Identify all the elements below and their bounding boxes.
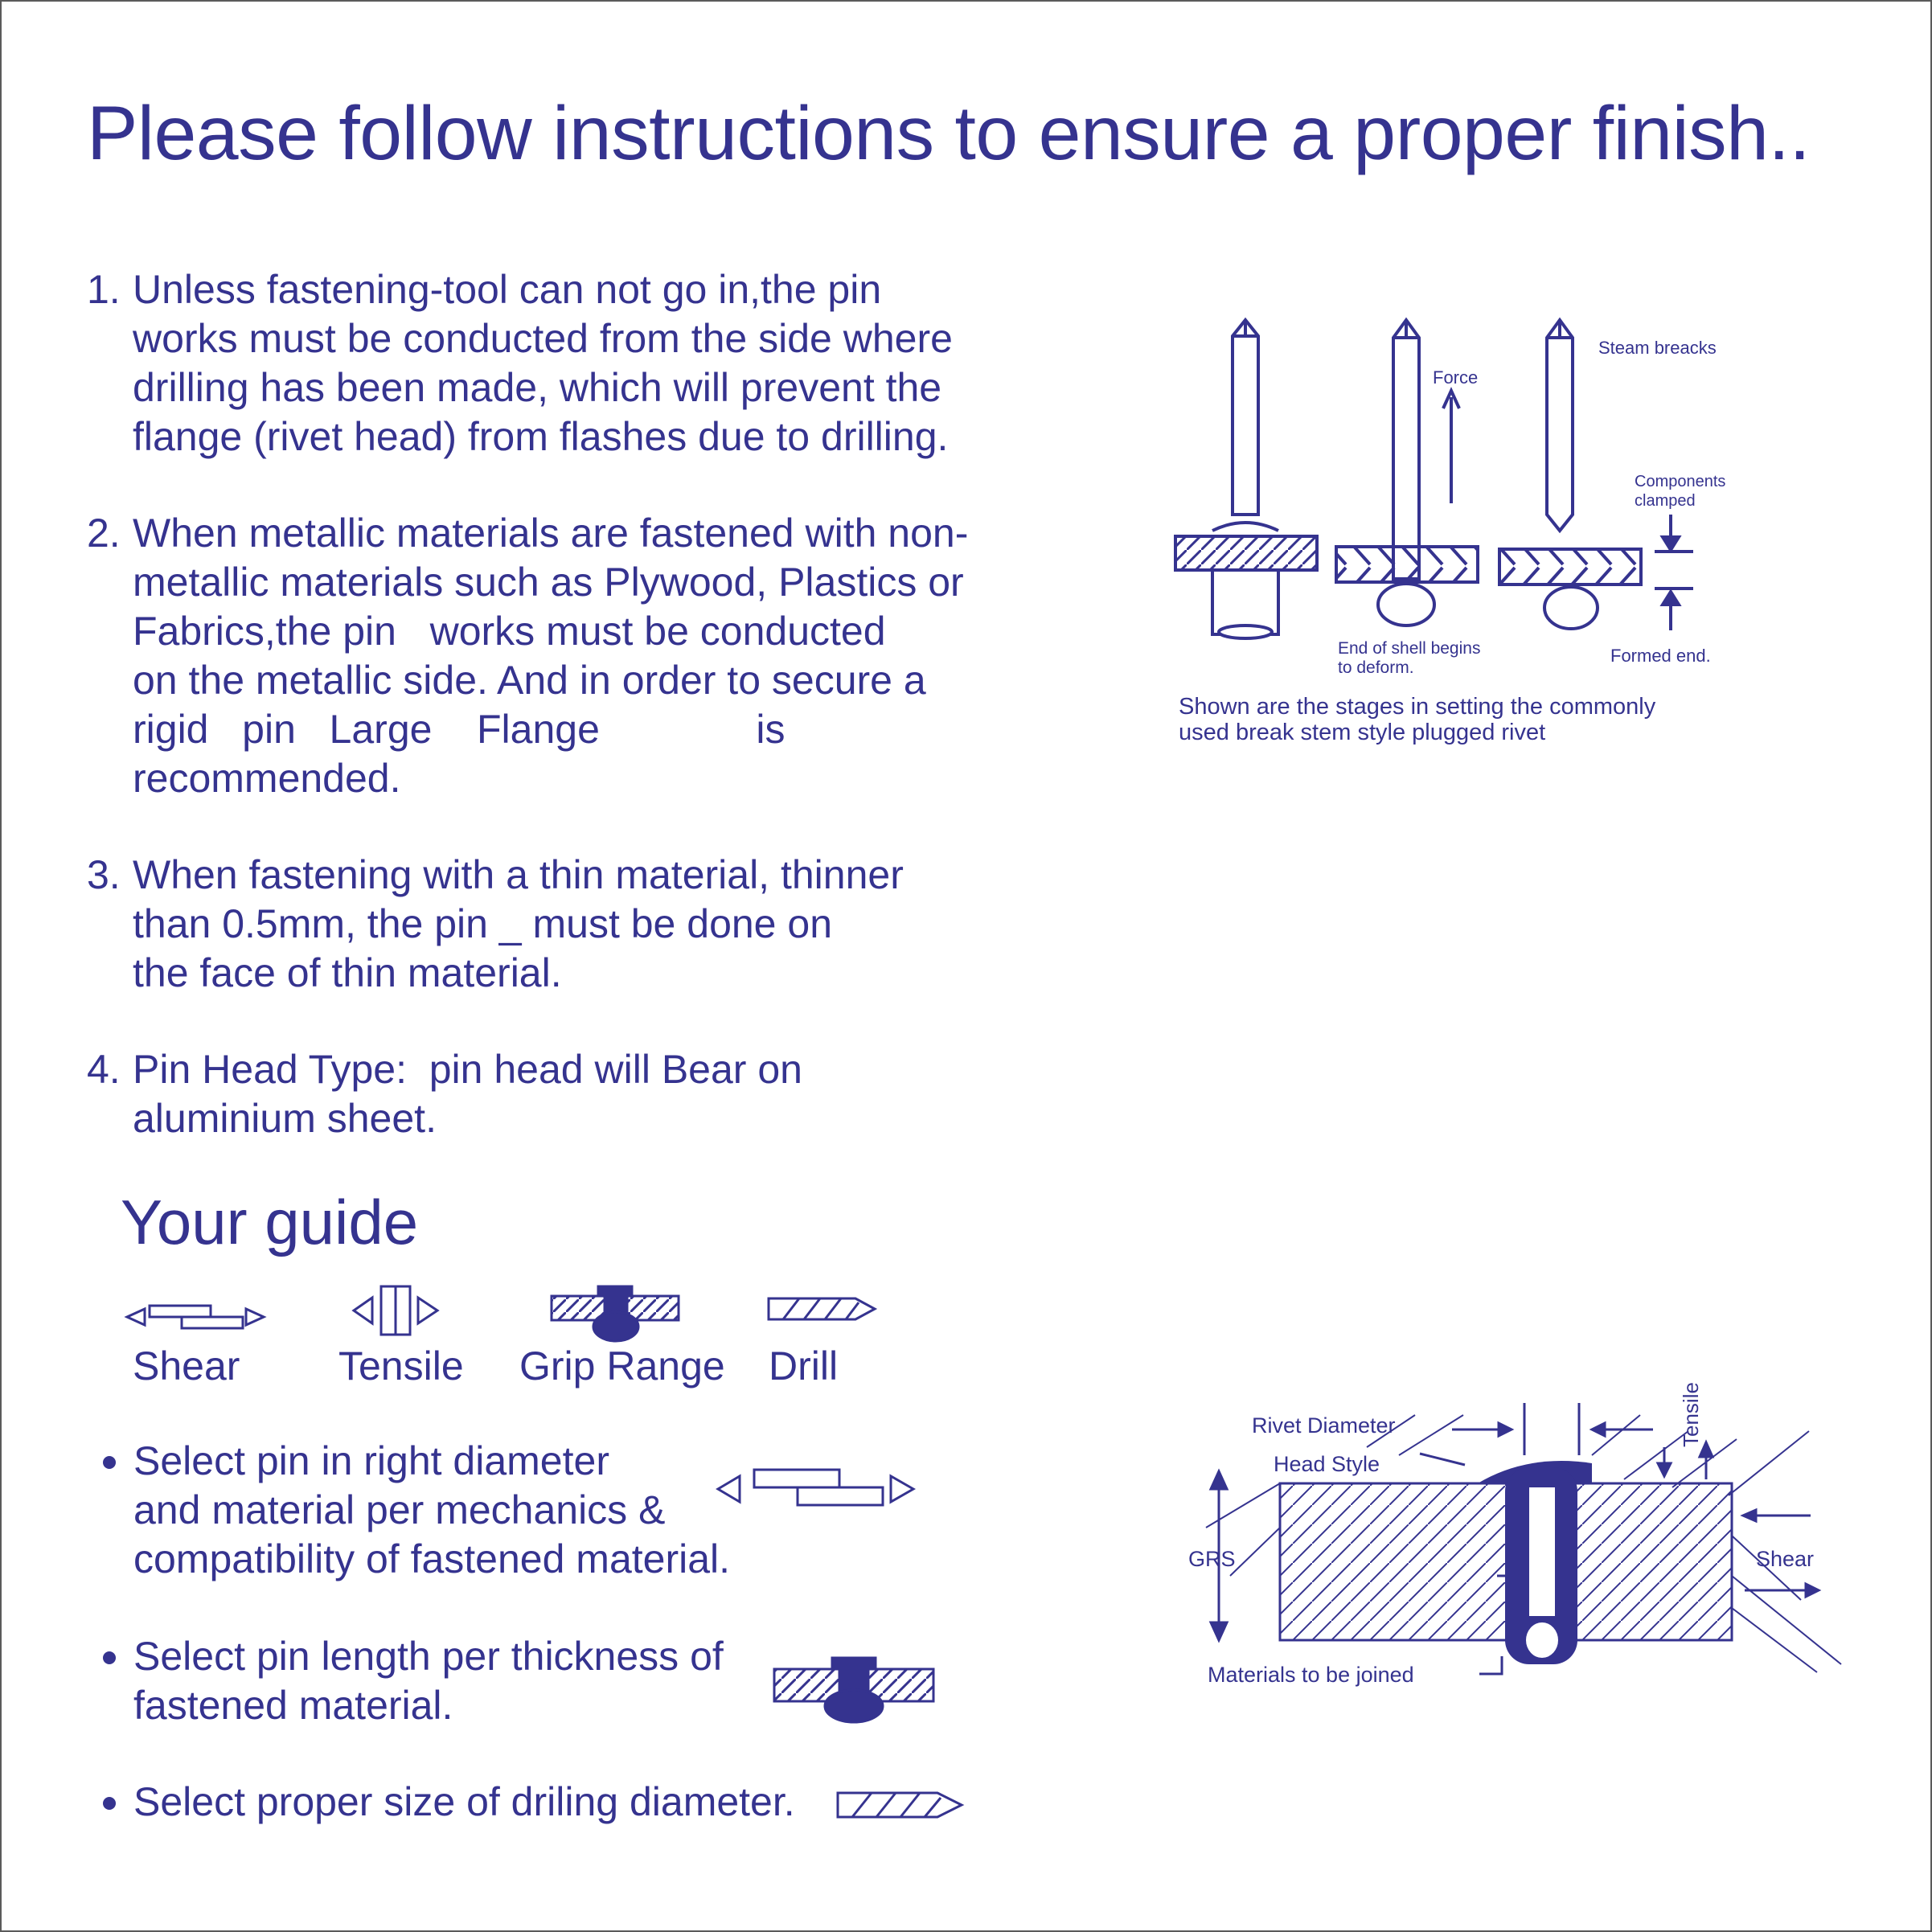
rivet-cross-section-diagram: Rivet Diameter Head Style Tensile GRS Sh… xyxy=(1188,1382,1842,1687)
shear-icon xyxy=(124,1304,267,1330)
bullet-icons xyxy=(716,1468,965,1819)
rivet-stage-3-icon xyxy=(1498,317,1693,630)
guide-legend-icons xyxy=(124,1285,878,1343)
page-title: Please follow instructions to ensure a p… xyxy=(87,91,1811,176)
drill-icon xyxy=(836,1791,965,1819)
shell-deform-label: End of shell begins xyxy=(1338,639,1480,658)
head-style-label: Head Style xyxy=(1274,1452,1380,1476)
legend-label-drill: Drill xyxy=(769,1343,839,1388)
step-line: Fabrics,the pin works must be conducted xyxy=(133,609,886,654)
guide-bullet-3: Select proper size of driling diameter. xyxy=(96,1778,820,1827)
drill-icon xyxy=(767,1297,878,1321)
tensile-label: Tensile xyxy=(1679,1382,1703,1447)
legend-label-grip-range: Grip Range xyxy=(519,1343,725,1388)
bullet-line: Select pin in right diameter xyxy=(133,1438,609,1483)
instruction-step-2: 2. When metallic materials are fastened … xyxy=(87,509,995,803)
force-label: Force xyxy=(1433,367,1478,388)
rivet-section-icon xyxy=(1478,1461,1592,1664)
guide-bullet-1: Select pin in right diameter and materia… xyxy=(96,1437,820,1584)
grs-label: GRS xyxy=(1188,1547,1236,1571)
bullet-dot xyxy=(103,1651,116,1664)
guide-title: Your guide xyxy=(121,1187,419,1257)
steam-breaks-label: Steam breacks xyxy=(1598,338,1717,358)
step-number: 3. xyxy=(87,852,121,897)
tensile-icon xyxy=(351,1285,440,1336)
step-line: drilling has been made, which will preve… xyxy=(133,365,942,410)
formed-end-label: Formed end. xyxy=(1610,646,1711,666)
stages-caption: Shown are the stages in setting the comm… xyxy=(1179,694,1656,720)
shear-label: Shear xyxy=(1756,1547,1814,1571)
components-clamped-label: Components xyxy=(1635,473,1725,490)
step-line: rigid pin Large Flange is xyxy=(133,707,786,752)
guide-bullet-2: Select pin length per thickness of faste… xyxy=(96,1632,820,1730)
shell-deform-label: to deform. xyxy=(1338,658,1414,677)
bullet-line: and material per mechanics & xyxy=(133,1487,666,1532)
bullet-dot xyxy=(103,1797,116,1810)
step-line: aluminium sheet. xyxy=(133,1096,437,1141)
step-line: metallic materials such as Plywood, Plas… xyxy=(133,560,964,605)
instruction-step-4: 4. Pin Head Type: pin head will Bear on … xyxy=(87,1045,995,1143)
instruction-step-3: 3. When fastening with a thin material, … xyxy=(87,851,995,998)
step-line: flange (rivet head) from flashes due to … xyxy=(133,414,949,459)
stages-caption: used break stem style plugged rivet xyxy=(1179,720,1545,745)
step-line: Pin Head Type: pin head will Bear on xyxy=(133,1047,802,1092)
instruction-list: 1. Unless fastening-tool can not go in,t… xyxy=(87,265,995,1143)
rivet-stage-1-icon xyxy=(1174,317,1319,640)
step-line: When metallic materials are fastened wit… xyxy=(133,511,969,556)
grip-range-icon xyxy=(773,1656,935,1724)
step-line: recommended. xyxy=(133,756,401,801)
bullet-line: compatibility of fastened material. xyxy=(133,1536,731,1581)
step-line: the face of thin material. xyxy=(133,950,562,995)
rivet-diameter-label: Rivet Diameter xyxy=(1252,1413,1396,1438)
step-line: Unless fastening-tool can not go in,the … xyxy=(133,267,882,312)
step-line: on the metallic side. And in order to se… xyxy=(133,658,926,703)
step-number: 4. xyxy=(87,1047,121,1092)
step-line: works must be conducted from the side wh… xyxy=(133,316,953,361)
shear-icon xyxy=(716,1468,917,1507)
step-line: than 0.5mm, the pin _ must be done on xyxy=(133,901,832,946)
materials-label: Materials to be joined xyxy=(1208,1663,1414,1687)
instruction-step-1: 1. Unless fastening-tool can not go in,t… xyxy=(87,265,995,461)
bullet-line: fastened material. xyxy=(133,1683,453,1728)
bullet-line: Select pin length per thickness of xyxy=(133,1634,724,1679)
legend-label-shear: Shear xyxy=(133,1343,240,1388)
components-clamped-label: clamped xyxy=(1635,492,1696,510)
bullet-dot xyxy=(103,1456,116,1469)
rivet-stage-2-icon xyxy=(1335,317,1479,627)
bullet-line: Select proper size of driling diameter. xyxy=(133,1779,795,1824)
step-number: 1. xyxy=(87,267,121,312)
grip-range-icon xyxy=(550,1285,680,1343)
legend-label-tensile: Tensile xyxy=(338,1343,464,1388)
rivet-stages-diagram: Force Steam breacks Components clamped E… xyxy=(1174,317,1725,745)
step-line: When fastening with a thin material, thi… xyxy=(133,852,904,897)
step-number: 2. xyxy=(87,511,121,556)
